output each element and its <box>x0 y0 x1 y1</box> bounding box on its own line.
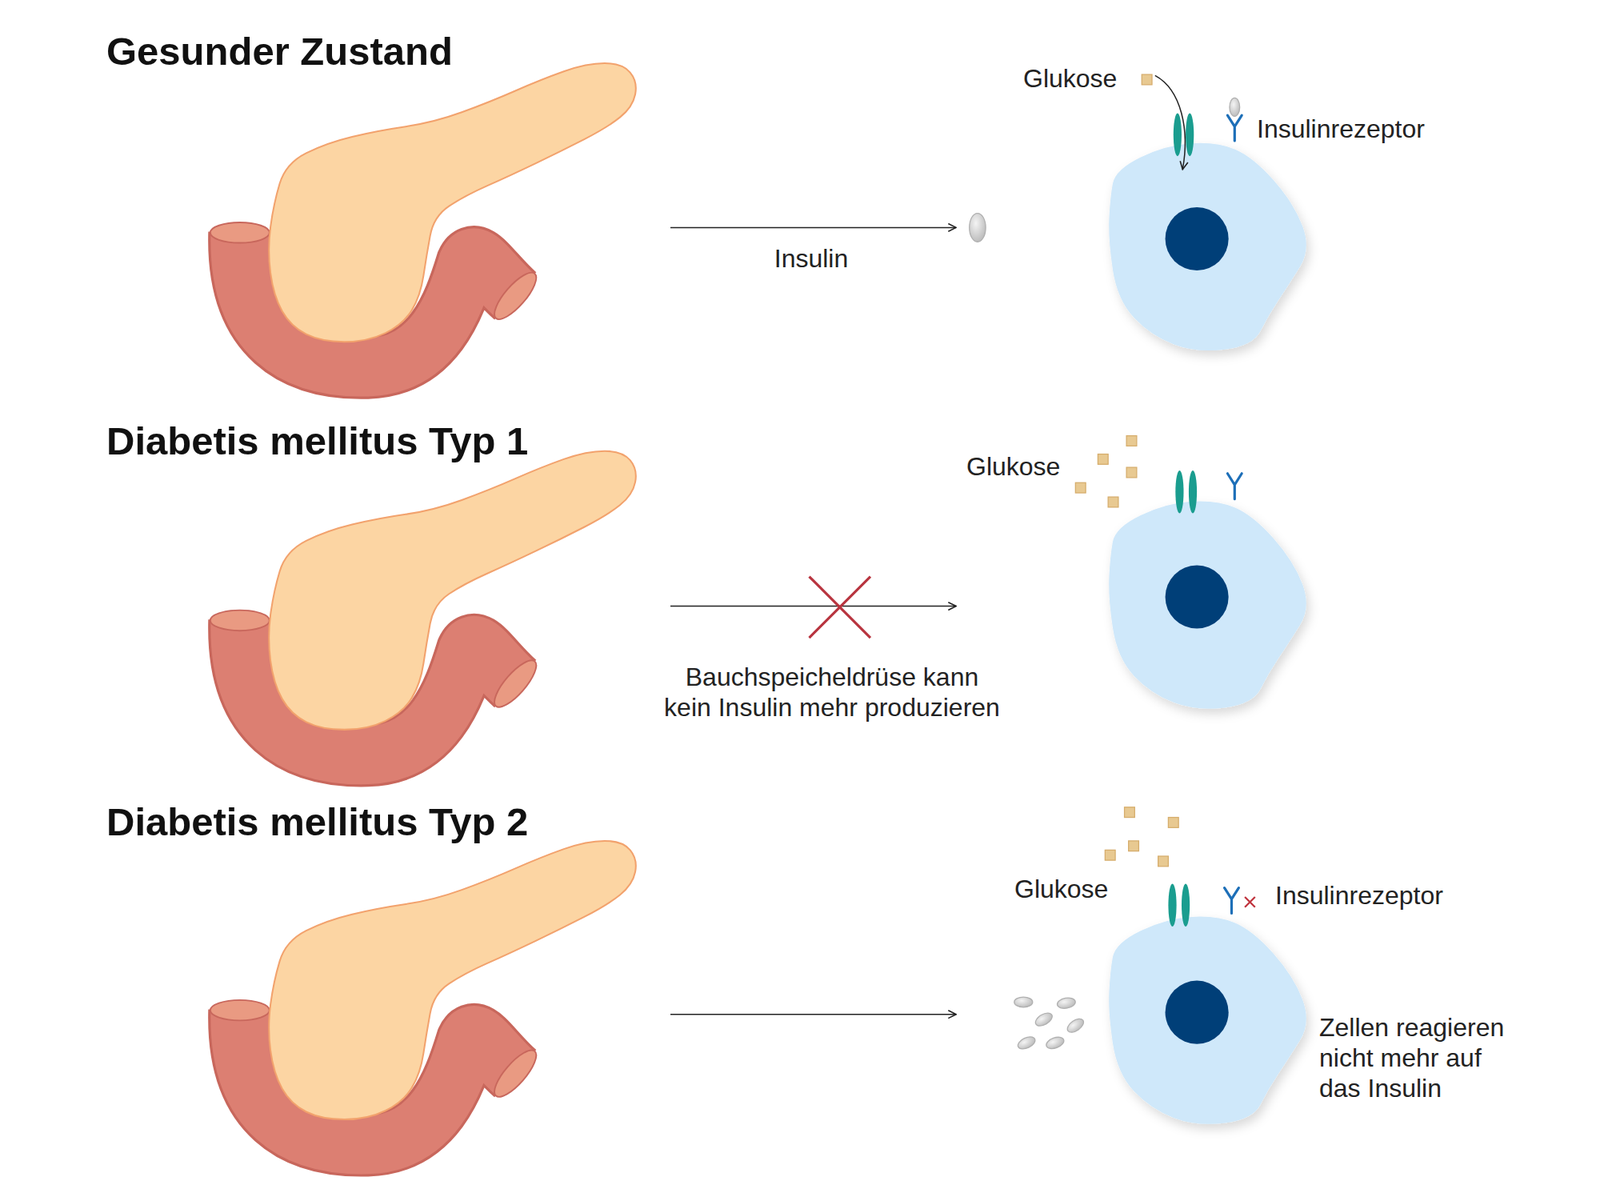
insulin-molecule <box>1064 1016 1086 1036</box>
insulin-arrow <box>670 227 956 229</box>
body-cell <box>1108 916 1307 1124</box>
pancreas-illustration <box>210 840 636 1145</box>
glucose-transporter <box>1188 470 1197 514</box>
insulin-receptor <box>1224 888 1240 914</box>
insulin-label: Insulin <box>715 243 908 274</box>
glucose-transporter <box>1173 113 1182 157</box>
bound-insulin <box>1229 97 1240 116</box>
pancreas-illustration <box>210 63 636 368</box>
duodenum-opening <box>488 654 543 713</box>
glucose-molecule <box>1128 840 1140 852</box>
glucose-transporter <box>1185 113 1194 157</box>
cell-nucleus <box>1165 207 1229 271</box>
body-cell <box>1108 143 1307 351</box>
red-cross <box>808 576 871 639</box>
insulin-receptor <box>1227 473 1242 500</box>
glucose-transporter <box>1175 470 1184 514</box>
pancreas <box>268 451 636 730</box>
cell-note: Zellen reagieren nicht mehr auf das Insu… <box>1319 1012 1520 1104</box>
duodenum-opening <box>210 222 270 244</box>
glucose-molecule <box>1124 807 1136 818</box>
cell-membrane <box>1108 143 1307 351</box>
cell-nucleus <box>1165 980 1229 1044</box>
pancreas-illustration <box>210 451 636 756</box>
glucose-uptake-arrow <box>1155 75 1186 169</box>
section-heading: Diabetis mellitus Typ 2 <box>106 798 528 845</box>
insulin-molecule <box>1044 1035 1066 1052</box>
glucose-label: Glukose <box>1014 873 1108 904</box>
cell-nucleus <box>1165 565 1229 629</box>
glucose-molecule <box>1104 849 1116 860</box>
duodenum-opening <box>488 1044 543 1103</box>
cell-membrane <box>1108 501 1307 709</box>
receptor-label: Insulinrezeptor <box>1275 880 1444 911</box>
glucose-molecule <box>1158 856 1169 867</box>
glucose-molecule <box>1126 436 1137 447</box>
glucose-label: Glukose <box>1023 63 1117 94</box>
insulin-arrow <box>670 1013 956 1016</box>
blocked-arrow <box>670 605 956 608</box>
duodenum-opening <box>210 1000 270 1021</box>
arrow-note: Bauchspeicheldrüse kann kein Insulin meh… <box>660 661 1004 723</box>
glucose-molecule <box>1126 467 1137 478</box>
insulin-receptor <box>1227 115 1242 141</box>
glucose-transporter <box>1168 883 1176 927</box>
glucose-molecule <box>1108 496 1119 508</box>
insulin-molecule <box>1014 996 1033 1008</box>
insulin-molecule <box>1056 996 1076 1010</box>
pancreas <box>268 63 636 342</box>
insulin-molecule <box>1016 1034 1037 1052</box>
receptor-label: Insulinrezeptor <box>1256 113 1425 144</box>
insulin-molecule <box>969 213 986 243</box>
red-cross <box>1244 896 1256 908</box>
duodenum-opening <box>488 267 543 326</box>
glucose-transporter <box>1181 883 1190 927</box>
glucose-molecule <box>1168 817 1179 828</box>
body-cell <box>1108 501 1307 709</box>
pancreas <box>268 840 636 1120</box>
insulin-molecule <box>1033 1010 1055 1029</box>
duodenum-opening <box>210 610 270 632</box>
section-heading: Gesunder Zustand <box>106 28 453 75</box>
section-heading: Diabetis mellitus Typ 1 <box>106 417 528 464</box>
glucose-molecule <box>1097 454 1108 465</box>
glucose-molecule <box>1075 482 1086 493</box>
cell-membrane <box>1108 916 1307 1124</box>
glucose-label: Glukose <box>966 451 1060 482</box>
glucose-molecule <box>1141 74 1152 85</box>
